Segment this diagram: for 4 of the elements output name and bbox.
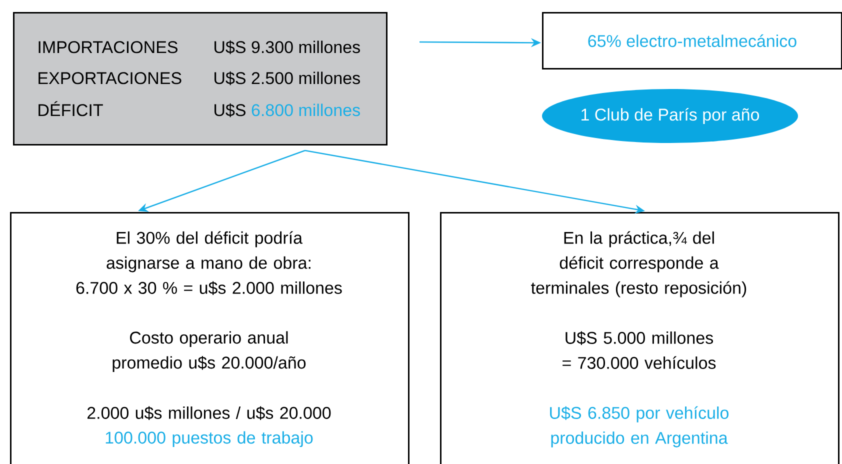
text-box: En la práctica,¾ del déficit corresponde a terminales (resto reposición) U$S 5.000 millones = 730.000 vehículos U$S 6.850 por vehículo producido en Argentina (440, 212, 840, 464)
text-box: 65% electro-metalmecánico (542, 12, 842, 70)
text-box: El 30% del déficit podría asignarse a mano de obra: 6.700 x 30 % = u$s 2.000 millones Costo operario anual promedio u$s 20.000/año 2.000 u$s millones / u$s 20.000 100.000 puestos de trabajo (10, 212, 410, 464)
summary-box: IMPORTACIONES U$S 9.300 millones EXPORTACIONES U$S 2.500 millones DÉFICIT U$S 6.800 millones (13, 12, 388, 146)
